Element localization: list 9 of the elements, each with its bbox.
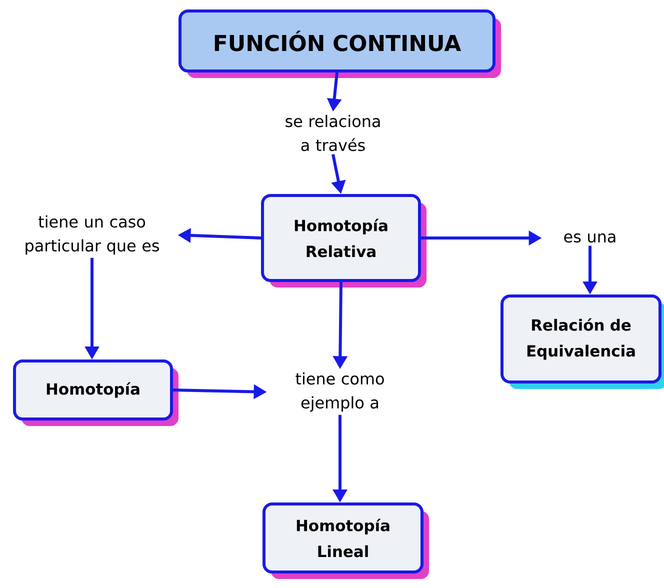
concept-box: Homotopía Relativa: [261, 194, 426, 288]
linking-phrase: es una: [564, 233, 616, 243]
concept-box: Homotopía: [13, 360, 178, 426]
concept-box: Homotopía Lineal: [262, 502, 429, 579]
concept-box: Relación de Equivalencia: [500, 294, 664, 389]
linking-phrase: tiene un caso particular que es: [26, 215, 159, 255]
linking-phrase: tiene como ejemplo a: [296, 372, 384, 412]
concept-box: FUNCIÓN CONTINUA: [178, 10, 501, 78]
linking-phrase: se relaciona a través: [286, 114, 380, 152]
